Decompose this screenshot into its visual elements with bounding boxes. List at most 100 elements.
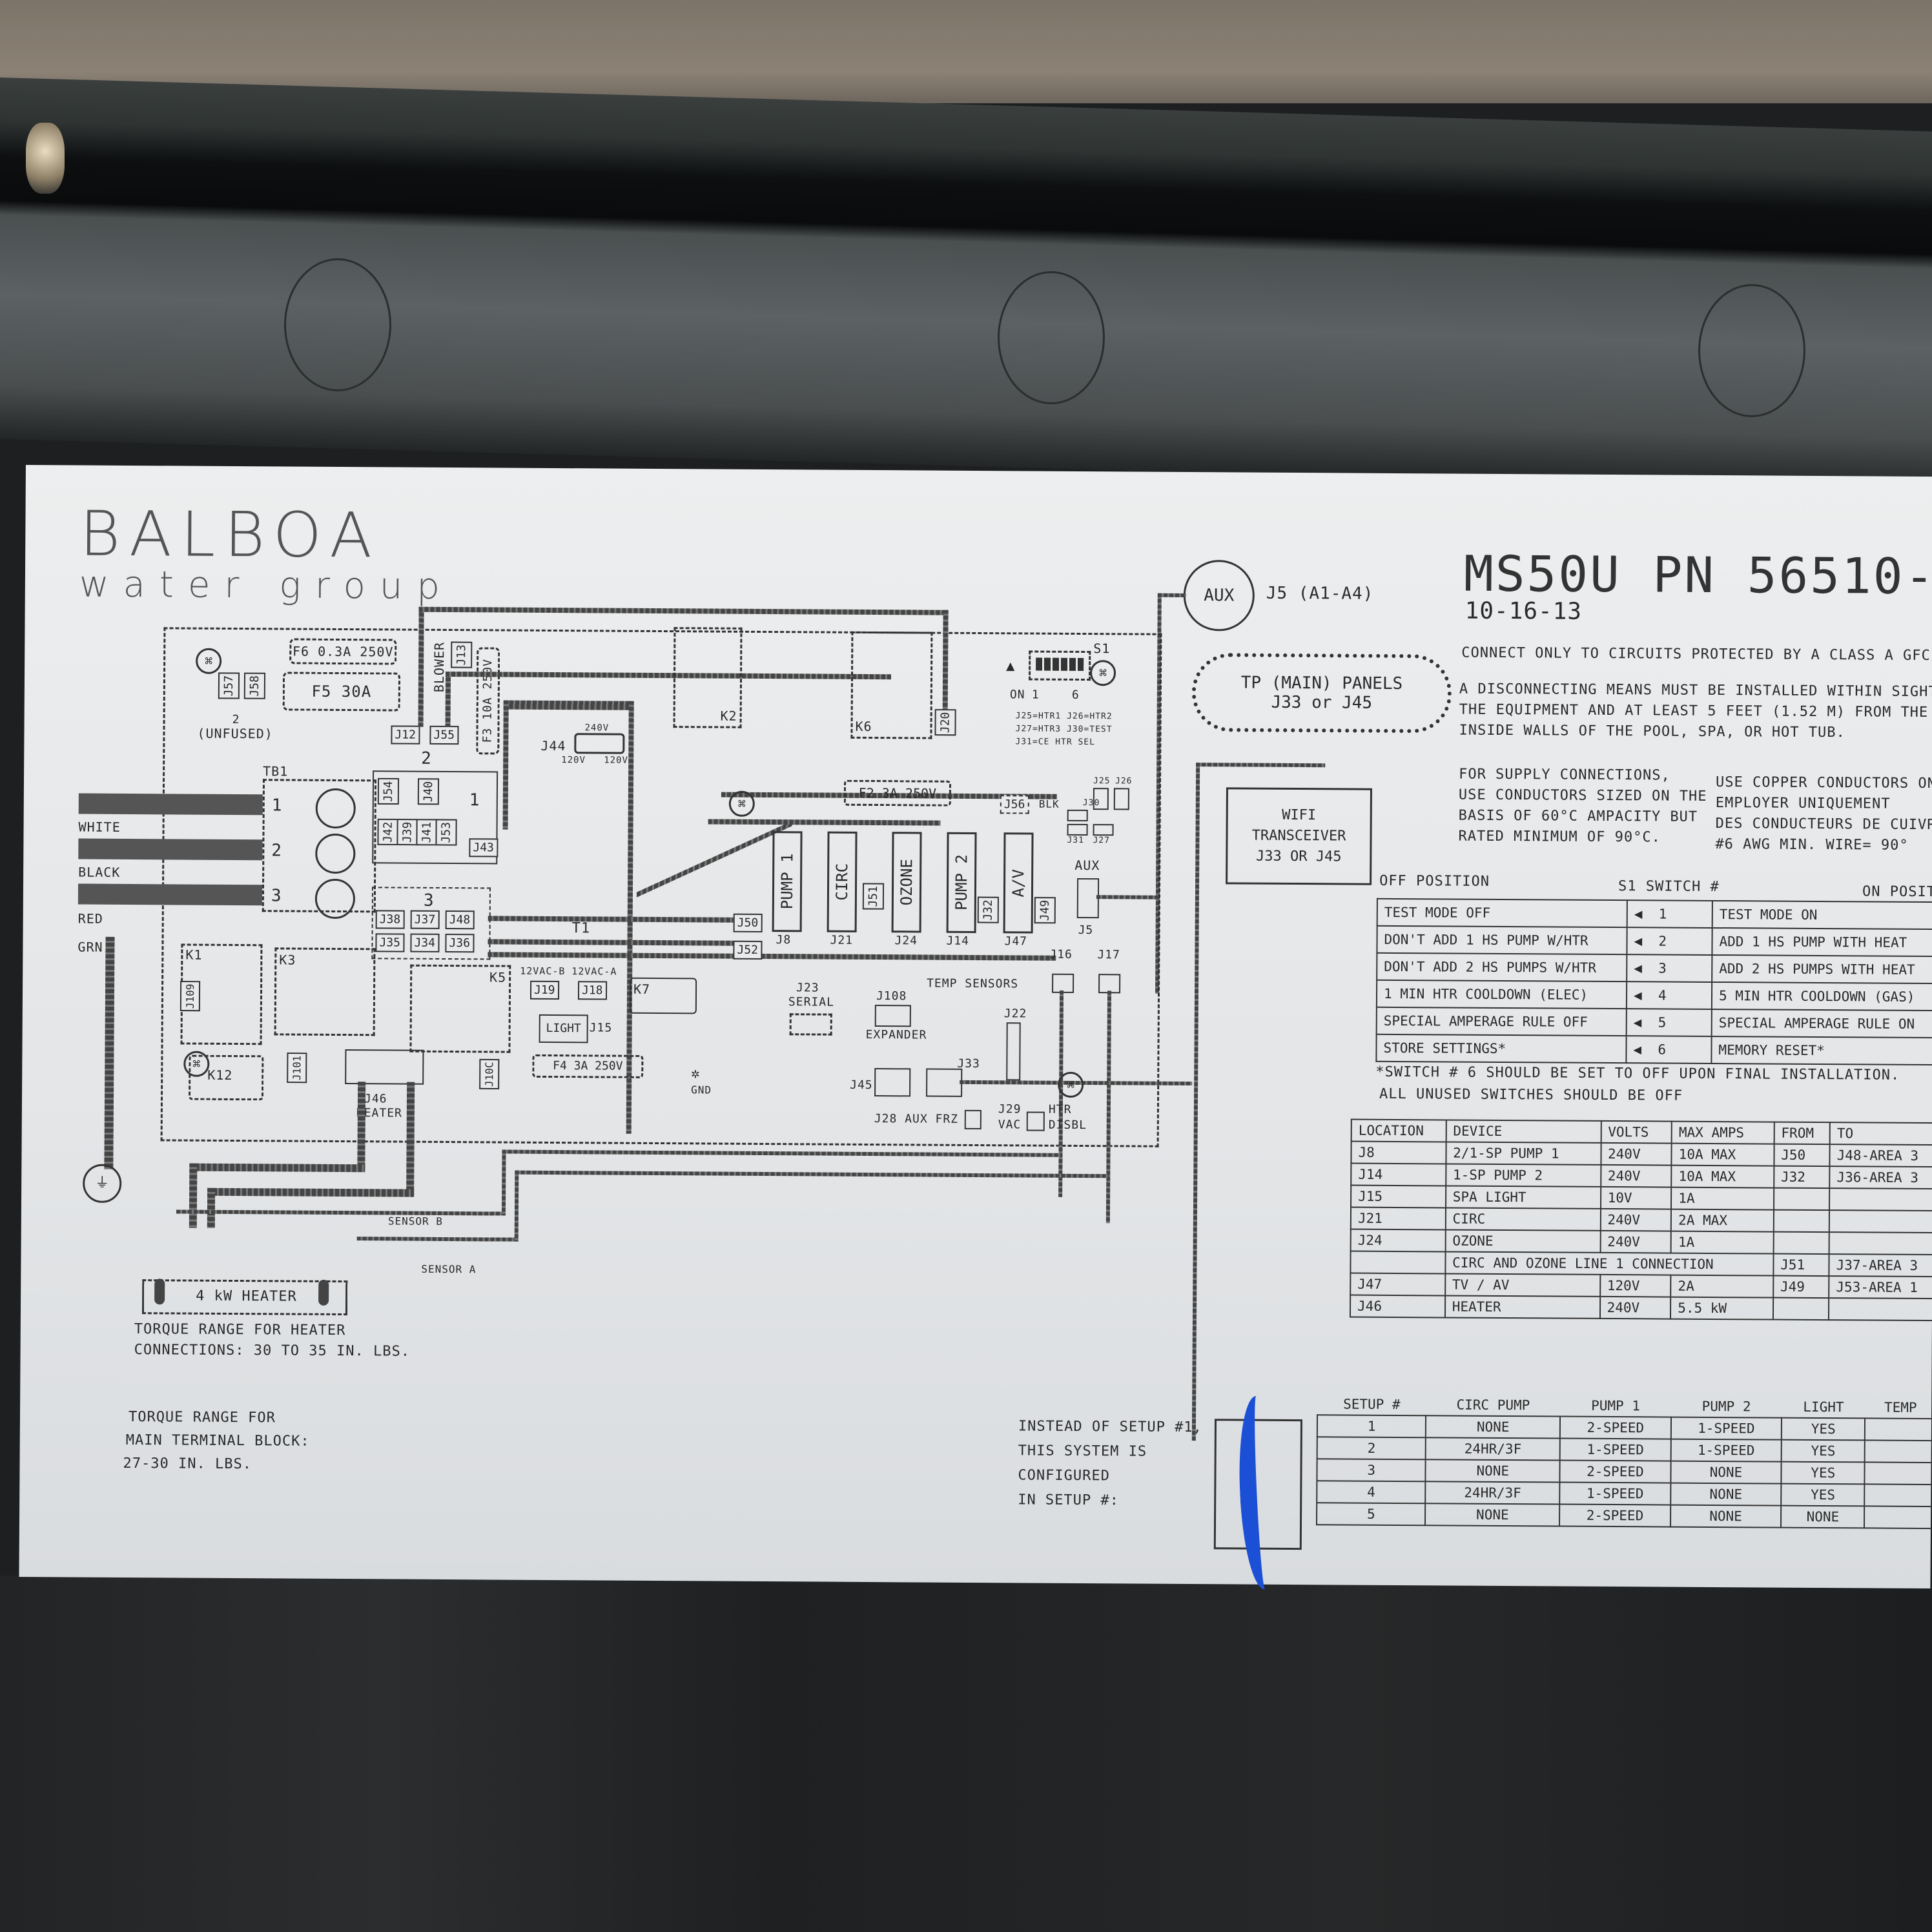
jumper-j55: J55 bbox=[429, 725, 459, 745]
jumper-j32: J32 bbox=[977, 897, 999, 923]
dip-switch-toggles[interactable] bbox=[1036, 657, 1084, 672]
j22-id: J22 bbox=[1003, 1007, 1027, 1021]
device-location-table: LOCATION DEVICE VOLTS MAX AMPS FROM TO J… bbox=[1350, 1119, 1932, 1322]
setup-note-1: INSTEAD OF SETUP #1, bbox=[1018, 1418, 1202, 1436]
switch-footnote-1: *SWITCH # 6 SHOULD BE SET TO OFF UPON FI… bbox=[1375, 1064, 1900, 1084]
cell: J51 bbox=[1773, 1253, 1829, 1277]
expander-connector-j108[interactable] bbox=[874, 1005, 911, 1027]
serial-connector-j23[interactable] bbox=[789, 1013, 832, 1036]
heater-label: 4 kW HEATER bbox=[196, 1288, 297, 1305]
switch-off-desc: DON'T ADD 1 HS PUMP W/HTR bbox=[1377, 925, 1627, 955]
j19-voltage-label: 12VAC-B bbox=[520, 965, 566, 978]
heater-terminal-icon bbox=[318, 1279, 329, 1306]
unfused-label: (UNFUSED) bbox=[197, 725, 273, 742]
jumper-j19: J19 bbox=[529, 980, 559, 1000]
connector-av[interactable]: A/V bbox=[1003, 832, 1034, 934]
cell bbox=[1864, 1462, 1932, 1485]
connector-ozone[interactable]: OZONE bbox=[891, 832, 922, 933]
switch-on-desc: SPECIAL AMPERAGE RULE ON bbox=[1711, 1009, 1932, 1038]
connector-pump2[interactable]: PUMP 2 bbox=[946, 832, 977, 934]
connector-circ[interactable]: CIRC bbox=[827, 831, 858, 932]
jumper-j54: J54 bbox=[377, 778, 400, 805]
jumper-j31-pins[interactable] bbox=[1067, 823, 1088, 836]
knockout-hole bbox=[998, 271, 1105, 404]
switch-number: 3 bbox=[1658, 960, 1667, 976]
aux-j5-id: J5 bbox=[1078, 923, 1094, 938]
aux-freeze-j28[interactable] bbox=[964, 1109, 981, 1130]
cell: 10V bbox=[1600, 1186, 1672, 1209]
j44-jumper-block[interactable] bbox=[574, 733, 625, 754]
switch-number: 1 bbox=[1658, 906, 1667, 922]
cell: 3 bbox=[1317, 1459, 1426, 1482]
j46-heater-connector[interactable] bbox=[345, 1049, 424, 1085]
cell bbox=[1829, 1188, 1932, 1211]
knockout-hole bbox=[284, 258, 391, 391]
mounting-screw-icon: ⌘ bbox=[728, 790, 755, 817]
jumper-j12: J12 bbox=[391, 725, 420, 745]
wiring-diagram-label: BALBOA water group MS50U PN 56510-01 10-… bbox=[19, 465, 1932, 1591]
zone-1-label: 1 bbox=[469, 790, 480, 810]
heater-element: 4 kW HEATER bbox=[141, 1279, 348, 1316]
blower-trace bbox=[418, 606, 949, 615]
wire-black bbox=[78, 838, 263, 861]
jumper-j30-pins[interactable] bbox=[1067, 809, 1088, 822]
torque-heater-2: CONNECTIONS: 30 TO 35 IN. LBS. bbox=[134, 1342, 411, 1360]
sensor-b-label: SENSOR B bbox=[387, 1215, 443, 1228]
terminal-screw-icon[interactable] bbox=[315, 788, 356, 829]
cell: J37-AREA 3 bbox=[1829, 1254, 1932, 1277]
terminal-screw-icon[interactable] bbox=[314, 878, 356, 920]
jumper-j18: J18 bbox=[577, 981, 607, 1000]
switch-off-desc: STORE SETTINGS* bbox=[1376, 1034, 1627, 1064]
jumper-j48: J48 bbox=[445, 910, 475, 930]
sensor-b-wire bbox=[176, 1209, 506, 1216]
connector-pump1[interactable]: PUMP 1 bbox=[772, 831, 803, 932]
htr-disbl-line1: HTR bbox=[1048, 1102, 1072, 1116]
cell bbox=[1865, 1440, 1932, 1463]
connector-j22[interactable] bbox=[1006, 1022, 1021, 1081]
gnd-symbol-icon: ✲ bbox=[691, 1065, 701, 1082]
relay-k3: K3 bbox=[274, 947, 376, 1036]
cell bbox=[1773, 1187, 1830, 1211]
connector-j24-id: J24 bbox=[894, 934, 918, 948]
tb1-terminal-3: 3 bbox=[271, 886, 282, 906]
switch-on-desc: MEMORY RESET* bbox=[1711, 1036, 1932, 1065]
jumper-j27-pins[interactable] bbox=[1093, 824, 1114, 836]
sensor-a-trace bbox=[1105, 991, 1112, 1224]
j18-voltage-label: 12VAC-A bbox=[571, 965, 617, 978]
light-connector[interactable]: LIGHT bbox=[539, 1014, 588, 1043]
dip-switch-s1[interactable] bbox=[1028, 650, 1091, 681]
warning-triangle-icon: ▲ bbox=[1006, 658, 1016, 675]
jumper-j36: J36 bbox=[445, 933, 475, 953]
jumper-legend-3: J31=CE HTR SEL bbox=[1015, 737, 1096, 748]
cell: J53-AREA 1 bbox=[1829, 1276, 1932, 1299]
cell: J49 bbox=[1773, 1275, 1829, 1299]
panel-connector-j45[interactable] bbox=[874, 1068, 911, 1097]
vac-j29[interactable] bbox=[1026, 1111, 1045, 1131]
cell bbox=[1773, 1297, 1829, 1321]
jumper-j101: J101 bbox=[287, 1053, 307, 1084]
copper-note-3: DES CONDUCTEURS DE CUIVRE bbox=[1715, 815, 1932, 834]
s1-last-label: 6 bbox=[1071, 688, 1080, 702]
arrow-left-icon: ◀ bbox=[1634, 933, 1643, 949]
terminal-screw-icon[interactable] bbox=[315, 833, 356, 874]
jumper-j26-pins[interactable] bbox=[1113, 788, 1129, 810]
cell: 1-SPEED bbox=[1670, 1439, 1782, 1462]
panel-connector-j33[interactable] bbox=[926, 1068, 963, 1097]
cell: J48-AREA 3 bbox=[1829, 1144, 1932, 1167]
relay-k5: K5 bbox=[409, 964, 511, 1053]
j20-trace bbox=[942, 610, 949, 720]
sensor-a-wire bbox=[356, 1237, 519, 1242]
jumper-j49: J49 bbox=[1034, 897, 1056, 924]
cell: J47 bbox=[1350, 1273, 1446, 1296]
cell: J32 bbox=[1773, 1166, 1830, 1189]
enclosure-body bbox=[0, 1576, 1932, 1932]
cell: SPA LIGHT bbox=[1445, 1186, 1601, 1209]
jumper-j31-label: J31 bbox=[1067, 835, 1085, 846]
cell: 2 bbox=[1317, 1437, 1426, 1460]
switch-on-desc: ADD 1 HS PUMP WITH HEAT bbox=[1712, 927, 1932, 957]
